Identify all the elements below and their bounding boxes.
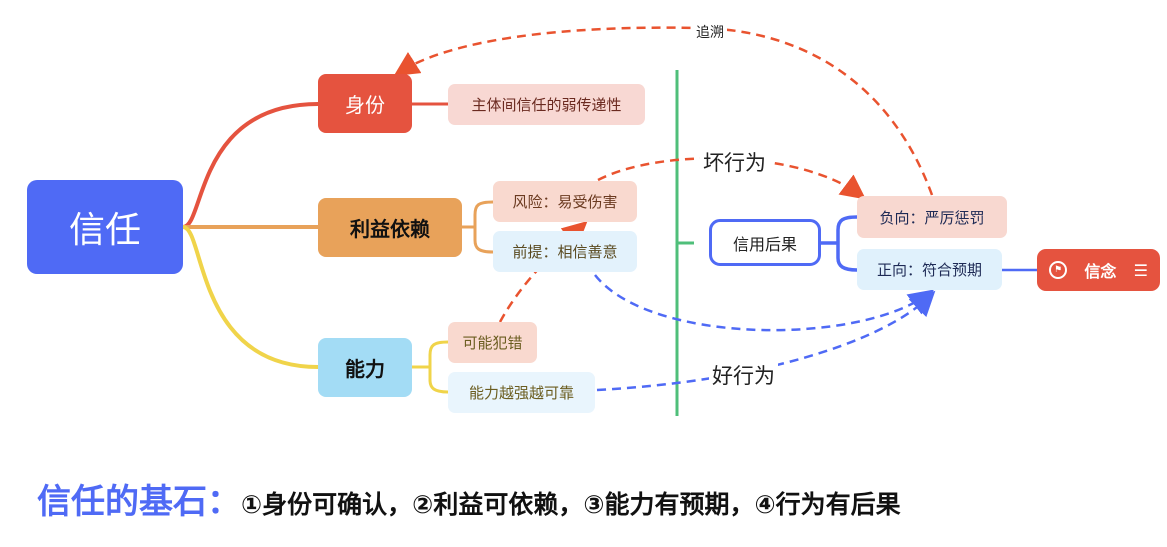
node-label: 风险：易受伤害 bbox=[512, 193, 618, 211]
node-label: 正向：符合预期 bbox=[876, 261, 982, 279]
bad-behavior-label: 坏行为 bbox=[700, 147, 769, 177]
link-root-ability bbox=[182, 225, 319, 369]
node-label: 能力 bbox=[345, 357, 385, 381]
node-label: 身份 bbox=[345, 93, 385, 117]
footer-caption: 信任的基石：①身份可确认，②利益可依赖，③能力有预期，④行为有后果 bbox=[37, 474, 901, 523]
footer-text: ①身份可确认，②利益可依赖，③能力有预期，④行为有后果 bbox=[241, 490, 901, 519]
good-behavior-label: 好行为 bbox=[709, 360, 778, 390]
node-may-err[interactable]: 可能犯错 bbox=[448, 322, 537, 363]
goodwill-arrow bbox=[594, 274, 935, 332]
lines-icon[interactable]: ☰ bbox=[1133, 260, 1148, 280]
node-negative[interactable]: 负向：严厉惩罚 bbox=[857, 196, 1007, 238]
node-belief[interactable]: ⚑ 信念 ☰ bbox=[1037, 249, 1160, 291]
node-label: 信用后果 bbox=[732, 234, 797, 254]
footer-title: 信任的基石： bbox=[37, 482, 241, 522]
trace-label: 追溯 bbox=[693, 22, 727, 42]
root-label: 信任 bbox=[68, 210, 141, 251]
node-label: 可能犯错 bbox=[462, 334, 523, 352]
node-label: 利益依赖 bbox=[350, 217, 430, 241]
root-node-trust[interactable]: 信任 bbox=[27, 180, 183, 274]
node-weak-transitivity[interactable]: 主体间信任的弱传递性 bbox=[448, 84, 645, 125]
good-behavior-arrow bbox=[596, 290, 936, 392]
node-stronger-reliable[interactable]: 能力越强越可靠 bbox=[448, 372, 595, 413]
node-label: 前提：相信善意 bbox=[512, 243, 618, 261]
node-label: 负向：严厉惩罚 bbox=[879, 208, 985, 227]
node-interest-dependence[interactable]: 利益依赖 bbox=[318, 198, 462, 257]
link-ability-children bbox=[412, 340, 449, 394]
node-label: 能力越强越可靠 bbox=[468, 384, 574, 402]
link-interest-children bbox=[462, 200, 494, 254]
node-credit-consequence[interactable]: 信用后果 bbox=[709, 219, 821, 266]
node-label: 主体间信任的弱传递性 bbox=[471, 96, 622, 114]
node-label: 信念 bbox=[1084, 262, 1117, 281]
node-identity[interactable]: 身份 bbox=[318, 74, 412, 133]
node-positive[interactable]: 正向：符合预期 bbox=[857, 249, 1002, 290]
node-premise[interactable]: 前提：相信善意 bbox=[493, 231, 637, 272]
link-root-identity bbox=[182, 102, 319, 229]
node-ability[interactable]: 能力 bbox=[318, 338, 412, 397]
bad-behavior-arrow bbox=[597, 157, 867, 200]
divider-line bbox=[675, 70, 694, 416]
link-consequence-children bbox=[821, 215, 858, 272]
node-risk[interactable]: 风险：易受伤害 bbox=[493, 181, 637, 222]
flag-icon: ⚑ bbox=[1049, 261, 1067, 279]
